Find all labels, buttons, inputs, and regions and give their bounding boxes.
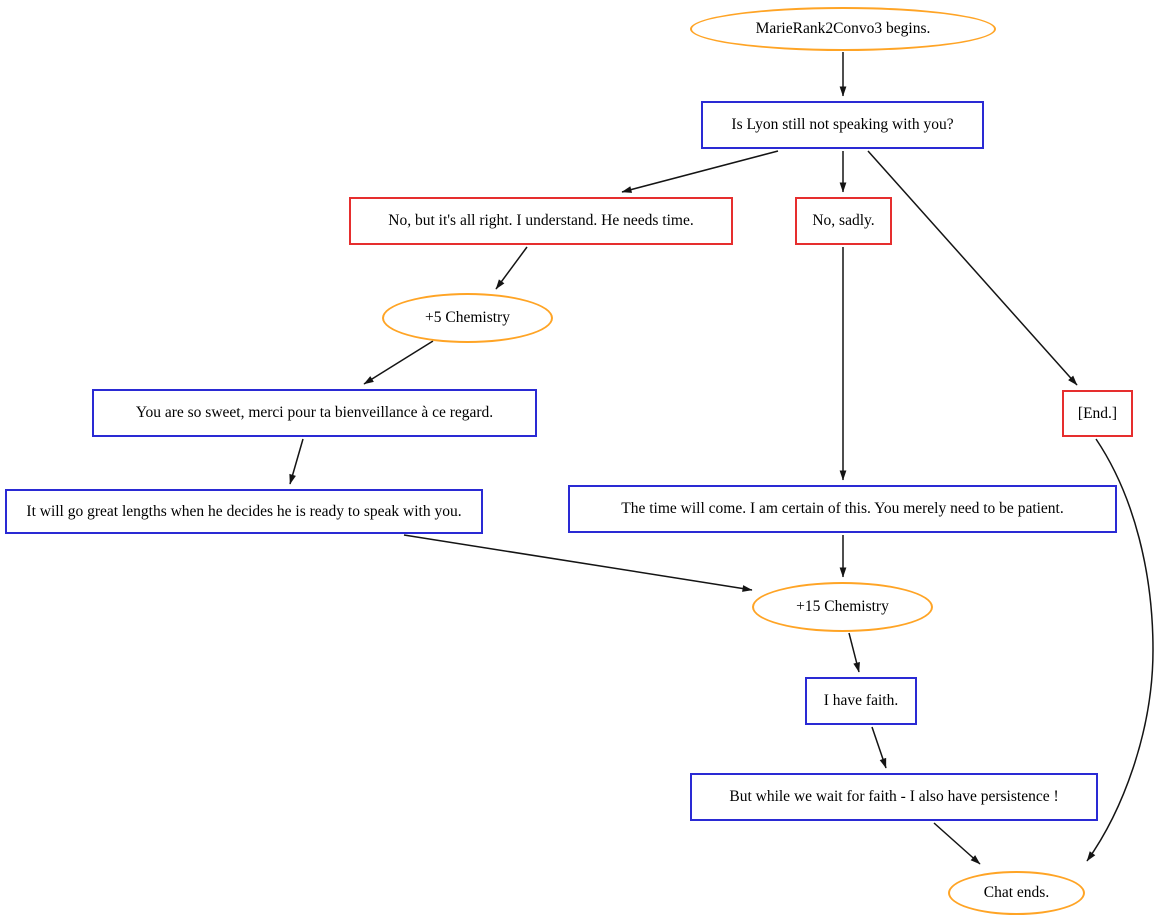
node-start-ellipse: MarieRank2Convo3 begins. xyxy=(690,7,996,51)
edge-no-but-chem5 xyxy=(495,246,528,290)
edge-persistence-chat xyxy=(933,822,981,865)
node-choice-no-but-box: No, but it's all right. I understand. He… xyxy=(349,197,733,245)
edge-lengths-chem15 xyxy=(403,534,753,592)
node-chem5-ellipse: +5 Chemistry xyxy=(382,293,553,343)
node-end-choice-box: [End.] xyxy=(1062,390,1133,437)
edge-question-no-but xyxy=(621,150,779,193)
node-marie-time-box: The time will come. I am certain of this… xyxy=(568,485,1117,533)
edge-faith-persistence xyxy=(871,726,887,769)
edge-question-end xyxy=(867,150,1078,386)
edge-sweet-lengths xyxy=(289,438,304,485)
node-marie-sweet-box: You are so sweet, merci pour ta bienveil… xyxy=(92,389,537,437)
node-chat-ends-ellipse: Chat ends. xyxy=(948,871,1085,915)
node-persistence-box: But while we wait for faith - I also hav… xyxy=(690,773,1098,821)
edge-chem15-faith xyxy=(848,632,860,673)
edge-end-chat xyxy=(1086,438,1154,862)
node-marie-lengths-box: It will go great lengths when he decides… xyxy=(5,489,483,534)
node-faith-box: I have faith. xyxy=(805,677,917,725)
node-question-box: Is Lyon still not speaking with you? xyxy=(701,101,984,149)
node-chem15-ellipse: +15 Chemistry xyxy=(752,582,933,632)
node-choice-no-sadly-box: No, sadly. xyxy=(795,197,892,245)
edge-chem5-sweet xyxy=(363,340,434,385)
